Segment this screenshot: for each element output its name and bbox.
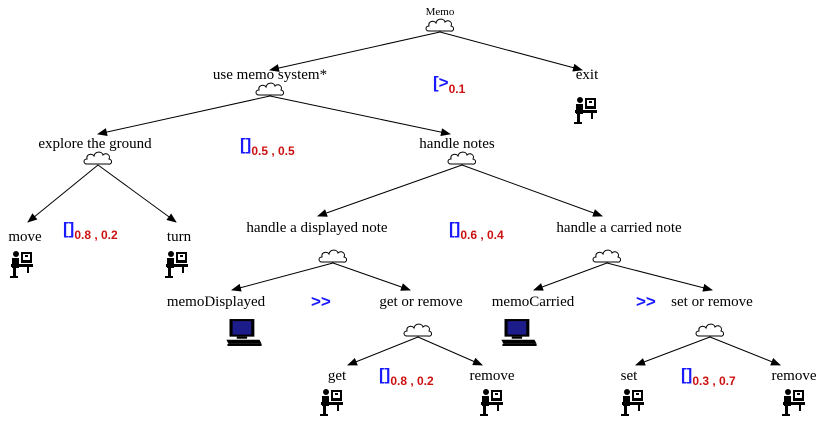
edges <box>27 31 781 366</box>
task-handle-carried-note: handle a carried note <box>556 220 682 236</box>
task-explore-the-ground: explore the ground <box>38 136 152 152</box>
task-turn: turn <box>167 229 192 245</box>
operator-probability: 0.6 , 0.4 <box>460 228 504 242</box>
computer-icon <box>226 319 262 346</box>
edge-explore-turn <box>97 164 177 223</box>
operator-symbol: [] <box>63 219 74 238</box>
operator-enable: >> <box>636 292 656 311</box>
task-memo-displayed: memoDisplayed <box>167 294 266 310</box>
task-set-or-remove: set or remove <box>671 294 753 310</box>
operator-symbol: [> <box>433 73 449 92</box>
operator-probability: 0.1 <box>449 82 466 96</box>
user-at-computer-icon <box>10 251 33 278</box>
operator-symbol: [] <box>240 135 251 154</box>
cloud-icon <box>318 249 348 263</box>
task-get: get <box>328 368 347 384</box>
operator-symbol: [] <box>379 365 390 384</box>
edge-setorremove-remove <box>709 336 781 366</box>
edge-displayed-memodisplayed <box>231 262 334 292</box>
computer-icons <box>226 319 537 346</box>
operator-probability: 0.8 , 0.2 <box>74 228 118 242</box>
task-get-or-remove: get or remove <box>379 294 463 310</box>
cloud-icon <box>592 249 622 263</box>
cloud-icon <box>695 323 725 337</box>
task-exit: exit <box>576 67 599 83</box>
cloud-icon <box>425 18 455 32</box>
edge-memo-exit <box>439 31 583 72</box>
user-at-computer-icon <box>480 389 503 416</box>
cloud-icon <box>447 151 477 165</box>
edge-memo-use <box>269 31 441 72</box>
operator-choice: []0.5 , 0.5 <box>240 135 295 158</box>
edge-setorremove-set <box>635 336 711 366</box>
operator-probability: 0.8 , 0.2 <box>390 374 434 388</box>
edge-explore-move <box>27 164 99 223</box>
user-at-computer-icon <box>621 389 644 416</box>
computer-icon <box>501 319 537 346</box>
operator-choice: []0.8 , 0.2 <box>379 365 434 388</box>
edge-use-explore <box>97 95 271 136</box>
task-handle-displayed-note: handle a displayed note <box>246 220 388 236</box>
user-at-computer-icon <box>782 389 805 416</box>
operators: [>0.1 []0.5 , 0.5 []0.8 , 0.2 []0.6 , 0.… <box>63 73 736 388</box>
task-move: move <box>8 229 42 245</box>
edge-use-handle <box>269 95 451 137</box>
edge-handle-displayed <box>317 164 463 217</box>
operator-probability: 0.5 , 0.5 <box>251 144 295 158</box>
task-handle-notes: handle notes <box>419 136 495 152</box>
user-at-computer-icon <box>165 251 188 278</box>
operator-choice: []0.3 , 0.7 <box>681 365 736 388</box>
edge-carried-memocarried <box>533 262 608 291</box>
task-memo: Memo <box>426 6 455 18</box>
operator-symbol: >> <box>311 292 331 311</box>
task-set: set <box>621 368 638 384</box>
task-remove: remove <box>470 368 515 384</box>
operator-probability: 0.3 , 0.7 <box>692 374 736 388</box>
operator-symbol: [] <box>449 219 460 238</box>
user-at-computer-icon <box>574 97 597 124</box>
edge-carried-setorremove <box>606 262 713 292</box>
operator-symbol: [] <box>681 365 692 384</box>
task-remove: remove <box>772 368 817 384</box>
cloud-icon <box>255 82 285 96</box>
operator-symbol: >> <box>636 292 656 311</box>
operator-disable: [>0.1 <box>433 73 466 96</box>
task-labels: Memo use memo system* exit explore the g… <box>8 6 816 384</box>
task-memo-carried: memoCarried <box>492 294 575 310</box>
edge-getorremove-remove <box>417 336 483 366</box>
task-use-memo-system: use memo system* <box>213 67 327 83</box>
user-at-computer-icon <box>320 389 343 416</box>
operator-choice: []0.8 , 0.2 <box>63 219 118 242</box>
cloud-icons <box>83 18 725 337</box>
edge-displayed-getorremove <box>332 262 411 291</box>
edge-handle-carried <box>461 164 603 217</box>
operator-enable: >> <box>311 292 331 311</box>
cloud-icon <box>83 151 113 165</box>
edge-getorremove-get <box>347 336 419 366</box>
cloud-icon <box>403 323 433 337</box>
operator-choice: []0.6 , 0.4 <box>449 219 504 242</box>
